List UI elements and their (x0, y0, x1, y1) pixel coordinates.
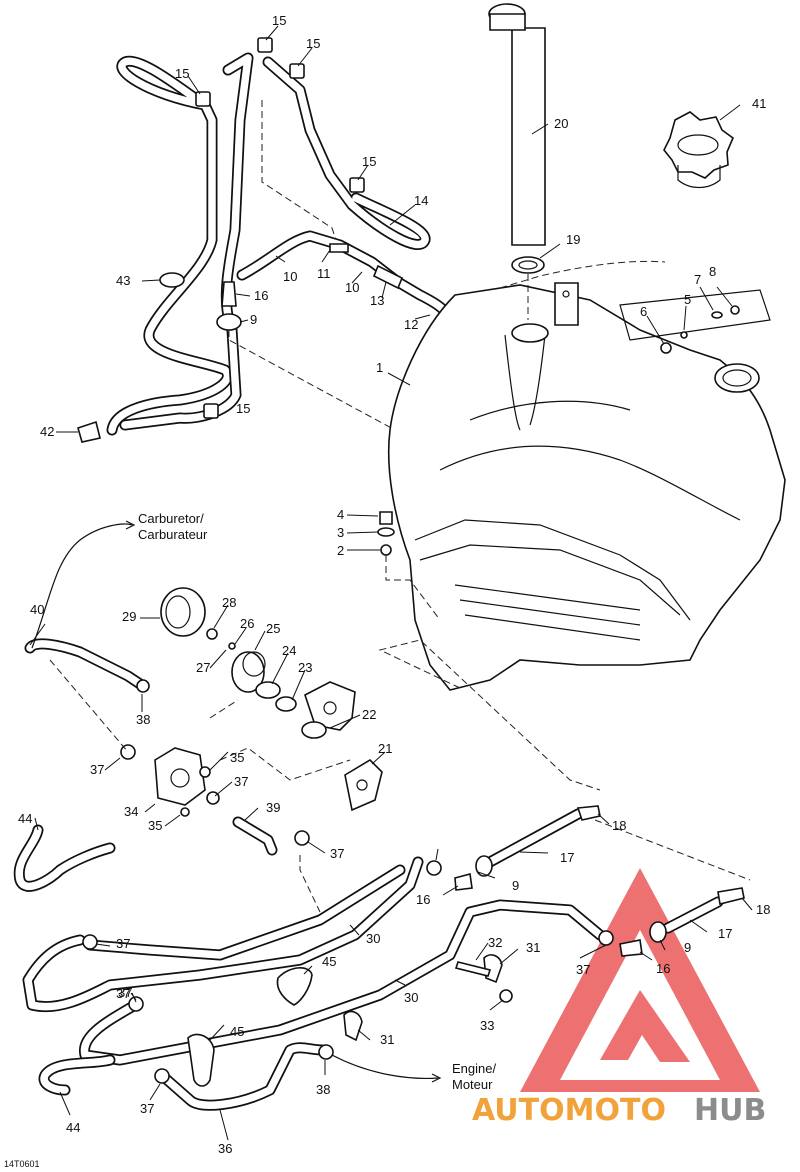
part-label-l39: 39 (266, 800, 280, 815)
part-label-l16b: 16 (416, 892, 430, 907)
part-label-l9b: 9 (512, 878, 519, 893)
part-label-l16a: 16 (254, 288, 268, 303)
part-label-l45a: 45 (322, 954, 336, 969)
watermark-text-hub: HUB (694, 1093, 766, 1128)
part-label-l17a: 17 (560, 850, 574, 865)
part-label-l12: 12 (404, 317, 418, 332)
part-label-l16c: 16 (656, 961, 670, 976)
fuel-tank (387, 260, 786, 691)
part-label-l7: 7 (694, 272, 701, 287)
part-label-l37a: 37 (90, 762, 104, 777)
part-label-l5: 5 (684, 292, 691, 307)
part-label-l40: 40 (30, 602, 44, 617)
part-label-l20: 20 (554, 116, 568, 131)
callout-leaders (29, 25, 753, 1141)
note-engine: Engine/ Moteur (452, 1061, 496, 1092)
part-label-l26: 26 (240, 616, 254, 631)
part-label-l10a: 10 (283, 269, 297, 284)
part-label-l11: 11 (317, 266, 331, 281)
part-label-l15b: 15 (306, 36, 320, 51)
part-label-l33: 33 (480, 1018, 494, 1033)
lower-hose-assembly (13, 805, 751, 1111)
note-engine-line1: Engine/ (452, 1061, 496, 1076)
tank-hardware (619, 289, 771, 354)
part-label-l37f: 37 (576, 962, 590, 977)
level-tube (488, 3, 546, 320)
part-label-l3: 3 (337, 525, 344, 540)
hose-40 (24, 520, 150, 753)
part-label-l37h: 37 (140, 1101, 154, 1116)
part-label-l45b: 45 (230, 1024, 244, 1039)
part-label-l31a: 31 (526, 940, 540, 955)
part-label-l32: 32 (488, 935, 502, 950)
part-label-l43: 43 (116, 273, 130, 288)
part-label-l35b: 35 (148, 818, 162, 833)
mount-hardware (377, 511, 601, 791)
part-label-l8: 8 (709, 264, 716, 279)
part-label-l22: 22 (362, 707, 376, 722)
note-carburetor-line1: Carburetor/ (138, 511, 204, 526)
part-label-l23: 23 (298, 660, 312, 675)
part-label-l37e: 37 (330, 846, 344, 861)
part-label-l15d: 15 (362, 154, 376, 169)
part-label-l44b: 44 (66, 1120, 80, 1135)
part-label-l17b: 17 (718, 926, 732, 941)
part-label-l4: 4 (337, 507, 344, 522)
part-label-l15e: 15 (236, 401, 250, 416)
part-label-l9a: 9 (250, 312, 257, 327)
part-label-l37g: 37 (118, 985, 132, 1000)
part-label-l18a: 18 (612, 818, 626, 833)
part-label-l41: 41 (752, 96, 766, 111)
part-label-l36: 36 (218, 1141, 232, 1156)
part-label-l9c: 9 (684, 940, 691, 955)
part-label-l37d: 37 (116, 986, 130, 1001)
part-label-l13: 13 (370, 293, 384, 308)
fuel-cap (663, 111, 734, 189)
part-label-l29: 29 (122, 609, 136, 624)
part-label-l15a: 15 (272, 13, 286, 28)
part-label-l14: 14 (414, 193, 428, 208)
part-label-l31b: 31 (380, 1032, 394, 1047)
part-label-l30b: 30 (404, 990, 418, 1005)
part-label-l21: 21 (378, 741, 392, 756)
part-label-l28: 28 (222, 595, 236, 610)
part-label-l1: 1 (376, 360, 383, 375)
note-carburetor: Carburetor/ Carburateur (138, 511, 208, 542)
part-label-l19: 19 (566, 232, 580, 247)
part-label-l38a: 38 (136, 712, 150, 727)
fuel-pump-group (120, 587, 383, 817)
watermark-logo (520, 868, 760, 1092)
part-label-l6: 6 (640, 304, 647, 319)
diagram-code: 14T0601 (4, 1159, 40, 1169)
part-label-l18b: 18 (756, 902, 770, 917)
top-hose-assembly (77, 37, 454, 443)
part-label-l10b: 10 (345, 280, 359, 295)
note-carburetor-line2: Carburateur (138, 527, 208, 542)
note-engine-line2: Moteur (452, 1077, 493, 1092)
part-label-l15c: 15 (175, 66, 189, 81)
watermark-text-automoto: AUTOMOTO (472, 1093, 666, 1128)
part-label-l37b: 37 (234, 774, 248, 789)
part-label-l37c: 37 (116, 936, 130, 951)
part-label-l27: 27 (196, 660, 210, 675)
part-label-l38b: 38 (316, 1082, 330, 1097)
part-label-l24: 24 (282, 643, 296, 658)
part-label-l30a: 30 (366, 931, 380, 946)
part-label-l34: 34 (124, 804, 138, 819)
part-label-l44a: 44 (18, 811, 32, 826)
part-label-l35a: 35 (230, 750, 244, 765)
part-label-l2: 2 (337, 543, 344, 558)
part-label-l25: 25 (266, 621, 280, 636)
watermark-text: AUTOMOTO HUB (472, 1093, 766, 1128)
part-label-l42: 42 (40, 424, 54, 439)
